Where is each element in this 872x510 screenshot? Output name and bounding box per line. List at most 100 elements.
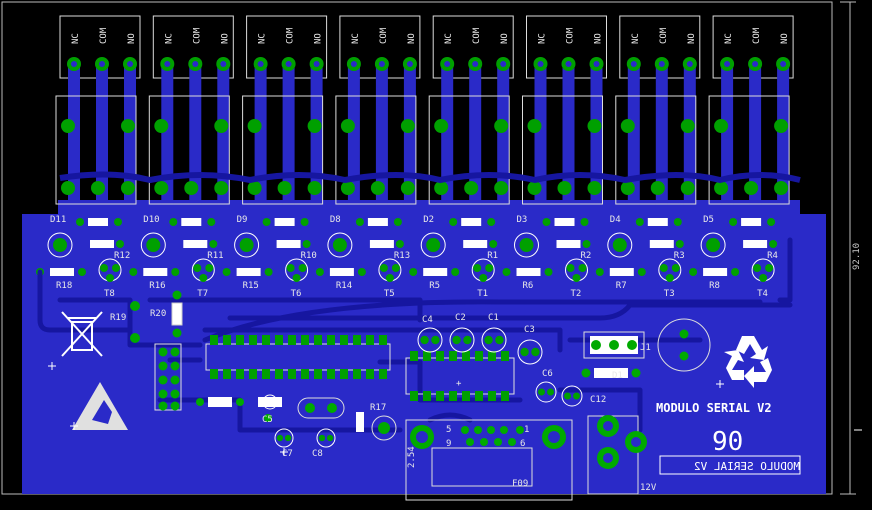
voltage-regulator: J1 [583, 331, 651, 359]
svg-text:D1: D1 [612, 371, 623, 381]
cross-markers [48, 362, 862, 456]
relay-pin-label: NO [687, 33, 697, 44]
resistor-label: R14 [336, 281, 352, 291]
trimmer-r17 [371, 415, 397, 441]
transistor-label: T8 [104, 289, 115, 299]
relay-pin-label: COM [379, 27, 389, 44]
relay-pin-label: COM [99, 27, 109, 44]
diode-label: D3 [517, 215, 528, 225]
transistor-label: T5 [384, 289, 395, 299]
resistor-label: R16 [149, 281, 165, 291]
weee-bin-icon [61, 311, 103, 357]
relay-pin-label: NC [724, 33, 734, 44]
svg-text:C8: C8 [312, 449, 323, 459]
relay-pin-label: NC [538, 33, 548, 44]
transistor-label: T1 [477, 289, 488, 299]
relay-body [335, 95, 417, 205]
ic-dip-small: + [405, 351, 515, 401]
relay-body [708, 95, 790, 205]
resistor-r19: R19 [110, 301, 140, 343]
ic-dip-large [205, 335, 391, 379]
logo-text: 90 [712, 427, 743, 457]
relay-pin-label: COM [192, 27, 202, 44]
svg-text:1: 1 [524, 425, 529, 435]
svg-text:C12: C12 [590, 395, 606, 405]
led [234, 232, 260, 258]
relay-pin-label: COM [472, 27, 482, 44]
diode-label: D11 [50, 215, 66, 225]
bulk-capacitor [657, 318, 711, 372]
relay-pin-label: COM [752, 27, 762, 44]
relay-pin-label: NO [780, 33, 790, 44]
relay-body [522, 95, 603, 205]
relay-pin-label: COM [659, 27, 669, 44]
svg-text:2.54: 2.54 [407, 446, 417, 468]
relay-pin-label: NC [164, 33, 174, 44]
svg-text:9: 9 [446, 439, 451, 449]
diode-label: D8 [330, 215, 341, 225]
db9-connector: 5 1 9 6 F09 2.54 [405, 419, 573, 501]
diode-label: D9 [237, 215, 248, 225]
board-title: MODULO SERIAL V2 [656, 401, 772, 415]
diode-label: D2 [423, 215, 434, 225]
svg-text:+: + [456, 379, 462, 389]
led [420, 232, 446, 258]
svg-text:F09: F09 [512, 479, 528, 489]
relay-pin-label: NO [314, 33, 324, 44]
resistor-label: R7 [616, 281, 627, 291]
resistor-label: R1 [487, 251, 498, 261]
small-components [196, 368, 641, 432]
svg-text:C1: C1 [488, 313, 499, 323]
relay-pin-label: NO [500, 33, 510, 44]
svg-text:R17: R17 [370, 403, 386, 413]
relay-pin-label: COM [286, 27, 296, 44]
transistor-label: T2 [571, 289, 582, 299]
resistor-label: R3 [674, 251, 685, 261]
led [327, 232, 353, 258]
relay-pin-label: NC [351, 33, 361, 44]
svg-text:12V: 12V [640, 483, 657, 493]
relay-pin-label: NO [594, 33, 604, 44]
header-vertical [154, 343, 182, 411]
svg-text:C4: C4 [422, 315, 433, 325]
recycle-logo-icon [724, 336, 772, 388]
transistor-label: T3 [664, 289, 675, 299]
mirrored-title-box [659, 455, 801, 475]
resistor-label: R5 [429, 281, 440, 291]
relay-pin-label: COM [566, 27, 576, 44]
relay-pin-label: NO [220, 33, 230, 44]
resistor-label: R11 [207, 251, 223, 261]
resistor-label: R18 [56, 281, 72, 291]
led [700, 232, 726, 258]
svg-text:C6: C6 [542, 369, 553, 379]
svg-text:5: 5 [446, 425, 451, 435]
dimension-label: 92.10 [852, 243, 862, 270]
svg-text:R20: R20 [150, 309, 166, 319]
resistor-r20: R20 [150, 290, 183, 338]
relay-pin-label: NC [631, 33, 641, 44]
svg-text:C3: C3 [524, 325, 535, 335]
resistor-label: R4 [767, 251, 778, 261]
dimension-line [840, 1, 856, 495]
resistor-label: R8 [709, 281, 720, 291]
led [140, 232, 166, 258]
esd-warning-icon [72, 382, 128, 430]
board-title-mirrored: MODULO SERIAL V2 [694, 460, 800, 473]
relay-body [428, 95, 510, 205]
svg-text:C7: C7 [282, 449, 293, 459]
led [47, 232, 73, 258]
svg-text:J1: J1 [640, 343, 651, 353]
relay-pin-label: NC [444, 33, 454, 44]
svg-text:R19: R19 [110, 313, 126, 323]
relay-pin-label: NO [407, 33, 417, 44]
relay-pin-label: NC [258, 33, 268, 44]
svg-text:C2: C2 [455, 313, 466, 323]
resistor-label: R2 [581, 251, 592, 261]
relay-body [242, 95, 324, 205]
component-labels: C4 C2 C1 C3 C6 C12 C5 C7 C8 R17 D1 [262, 313, 623, 459]
